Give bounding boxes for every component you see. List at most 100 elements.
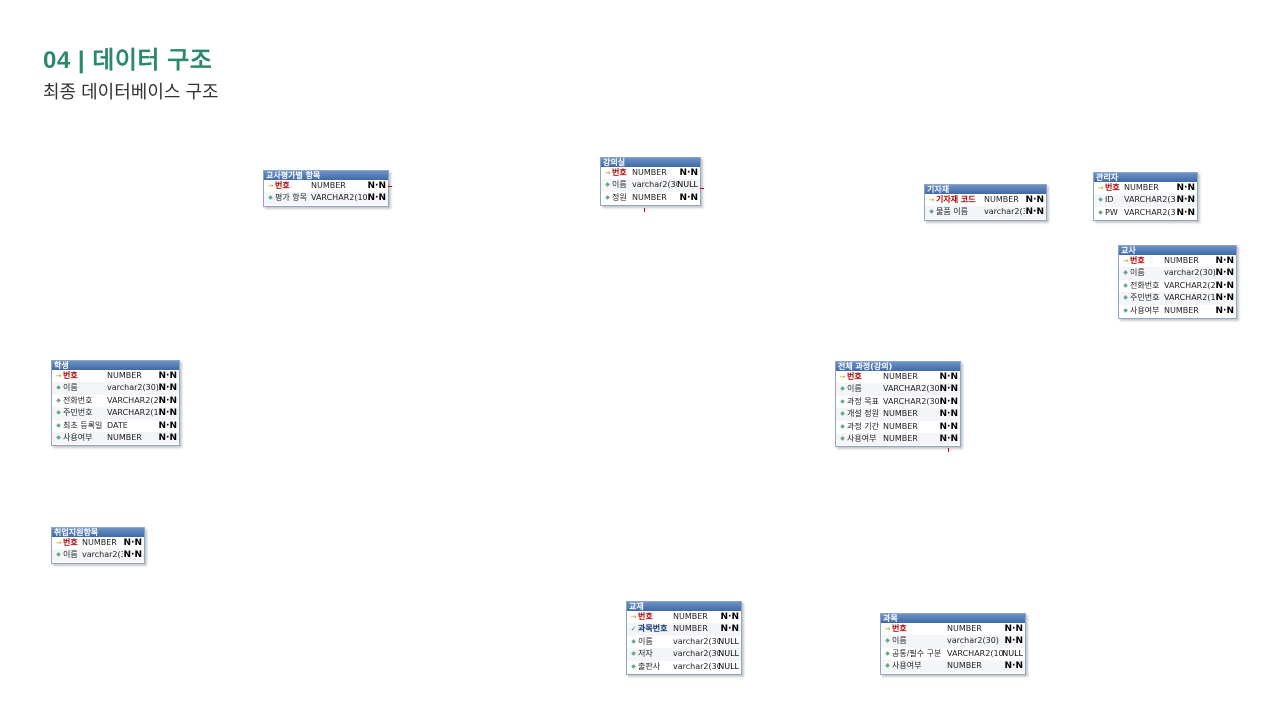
attribute-nullability: N·N (1025, 207, 1044, 218)
attribute-name: ID (1105, 195, 1114, 205)
entity-title: 관리자 (1094, 173, 1197, 182)
attribute-nullability: N·N (367, 193, 386, 204)
attribute-name: 이름 (612, 180, 627, 190)
attribute-name: 번호 (847, 372, 862, 381)
attribute-nullability: N·N (367, 181, 386, 191)
attribute-type: varchar2(30) (107, 383, 158, 393)
attribute-type: DATE (107, 420, 128, 430)
primary-key-icon: → (267, 182, 274, 190)
entity-title: 교재 (627, 602, 741, 611)
attribute-type: VARCHAR2(20) (107, 395, 158, 405)
attribute-name: 공통/필수 구분 (892, 648, 942, 658)
primary-key-icon: → (839, 373, 846, 381)
attribute-nullability: N·N (1215, 305, 1234, 316)
relationship-marker (948, 448, 949, 452)
attribute-name: 과목번호 (638, 624, 668, 634)
attribute-name: 이름 (63, 550, 78, 560)
attribute-name: 이름 (1130, 268, 1145, 278)
attribute-nullability: N·N (939, 384, 958, 395)
attribute-type: NUMBER (107, 371, 142, 380)
column-icon: ◆ (1123, 306, 1128, 314)
attribute-nullability: N·N (939, 372, 958, 382)
column-icon: ◆ (840, 434, 845, 442)
attribute-type: VARCHAR2(20) (1164, 280, 1215, 290)
attribute-type: VARCHAR2(10) (947, 648, 1004, 658)
attribute-type: NUMBER (883, 433, 918, 443)
attribute-nullability: N·N (939, 421, 958, 432)
page-title: 04 | 데이터 구조 (43, 47, 213, 74)
attribute-type: NUMBER (311, 181, 346, 190)
entity-title: 교사 (1119, 246, 1236, 255)
primary-key-icon: → (928, 196, 935, 204)
attribute-type: varchar2(30) (673, 661, 720, 671)
entity-admin[interactable]: 관리자→번호NUMBERN·N◆IDVARCHAR2(30)N·N◆PWVARC… (1093, 172, 1198, 222)
column-icon: ◆ (840, 385, 845, 393)
attribute-type: NUMBER (947, 661, 982, 671)
attribute-name: 번호 (612, 168, 627, 177)
attribute-nullability: N·N (1215, 256, 1234, 266)
attribute-name: 전화번호 (1130, 280, 1160, 290)
attribute-type: VARCHAR2(15) (1164, 293, 1215, 303)
attribute-nullability: N·N (158, 383, 177, 394)
column-icon: ◆ (605, 181, 610, 189)
attribute-name: 이름 (63, 383, 78, 393)
attribute-type: VARCHAR2(15) (107, 408, 158, 418)
attribute-nullability: NULL (718, 636, 739, 646)
attribute-name: 이름 (847, 384, 862, 394)
primary-key-icon: → (884, 625, 891, 633)
column-icon: ◆ (56, 433, 61, 441)
attribute-nullability: N·N (1176, 207, 1195, 218)
attribute-name: 전화번호 (63, 395, 93, 405)
